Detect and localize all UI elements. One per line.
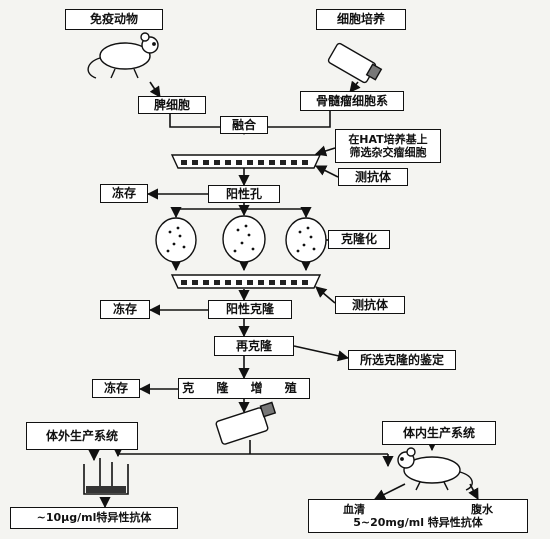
- hat-selection-box: 在HAT培养基上 筛选杂交瘤细胞: [335, 129, 441, 163]
- test-antibody-box-1: 测抗体: [338, 168, 408, 186]
- clone-culture-dishes: [155, 215, 327, 263]
- spleen-cell-box: 脾细胞: [138, 96, 206, 114]
- hat-line-1: 在HAT培养基上: [348, 132, 428, 146]
- cell-culture-box: 细胞培养: [316, 9, 406, 30]
- beaker-icon: [83, 458, 129, 495]
- reclone-box: 再克隆: [214, 336, 294, 356]
- well-plate-96-second: [170, 274, 322, 289]
- culture-flask-icon: [327, 42, 383, 84]
- in-vitro-yield-box: ~10μg/ml特异性抗体: [10, 507, 178, 529]
- expansion-flask-icon: [215, 401, 277, 445]
- in-vivo-production-box: 体内生产系统: [382, 421, 496, 445]
- immunize-animal-box: 免疫动物: [65, 9, 163, 30]
- cloning-box: 克隆化: [328, 230, 390, 249]
- mouse-icon: [87, 32, 159, 79]
- flow-arrows: [88, 80, 479, 509]
- positive-clone-box: 阳性克隆: [208, 300, 292, 319]
- clone-expansion-box: 克 隆 增 殖: [178, 378, 310, 399]
- serum-label: 血清: [343, 502, 365, 516]
- serum-ascites-line: 血清 腹水: [343, 503, 493, 516]
- mouse-icon-bottom: [397, 447, 473, 491]
- test-antibody-box-2: 测抗体: [335, 296, 405, 314]
- positive-well-box: 阳性孔: [208, 185, 280, 203]
- in-vitro-production-box: 体外生产系统: [26, 422, 138, 450]
- in-vivo-yield-box: 血清 腹水 5~20mg/ml 特异性抗体: [308, 499, 528, 533]
- clone-identification-box: 所选克隆的鉴定: [348, 350, 456, 370]
- well-plate-96: [170, 154, 322, 169]
- ascites-label: 腹水: [471, 502, 493, 516]
- freeze-box-3: 冻存: [92, 379, 140, 398]
- freeze-box-2: 冻存: [100, 300, 150, 319]
- in-vivo-yield-text: 5~20mg/ml 特异性抗体: [353, 516, 483, 529]
- myeloma-cell-box: 骨髓瘤细胞系: [300, 91, 404, 111]
- hat-line-2: 筛选杂交瘤细胞: [349, 146, 427, 159]
- fusion-box: 融合: [220, 116, 268, 134]
- freeze-box-1: 冻存: [100, 184, 148, 203]
